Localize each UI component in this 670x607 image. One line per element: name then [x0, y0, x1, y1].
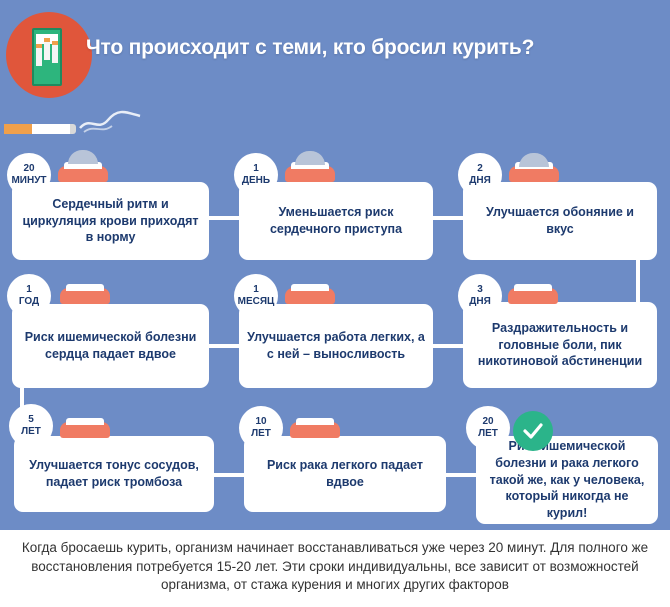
step-card: Уменьшается риск сердечного приступа [239, 182, 433, 260]
cigarette-pack-icon [32, 28, 62, 86]
step-card: Улучшается обоняние и вкус [463, 182, 657, 260]
ash-icon [295, 151, 325, 165]
gum-icon [508, 284, 558, 304]
smoke-icon [79, 110, 141, 133]
footer-caption: Когда бросаешь курить, организм начинает… [0, 530, 670, 607]
ash-icon [519, 153, 549, 167]
step-card: Сердечный ритм и циркуляция крови приход… [12, 182, 209, 260]
gum-icon [60, 418, 110, 438]
step-card: Риск ишемической болезни и рака легкого … [476, 436, 658, 524]
gum-icon [60, 284, 110, 304]
infographic: Что происходит с теми, кто бросил курить… [4, 12, 658, 524]
gum-icon [509, 162, 559, 182]
check-icon [513, 411, 553, 451]
step-card: Риск ишемической болезни сердца падает в… [12, 304, 209, 388]
gum-icon [290, 418, 340, 438]
gum-icon [285, 162, 335, 182]
step-card: Улучшается тонус сосудов, падает риск тр… [14, 436, 214, 512]
step-card: Улучшается работа легких, а с ней – выно… [239, 304, 433, 388]
page-title: Что происходит с теми, кто бросил курить… [86, 36, 535, 59]
step-card: Раздражительность и головные боли, пик н… [463, 302, 657, 388]
gum-icon [285, 284, 335, 304]
ash-icon [68, 150, 98, 164]
gum-icon [58, 162, 108, 182]
cigarette-icon [4, 124, 76, 134]
step-card: Риск рака легкого падает вдвое [244, 436, 446, 512]
